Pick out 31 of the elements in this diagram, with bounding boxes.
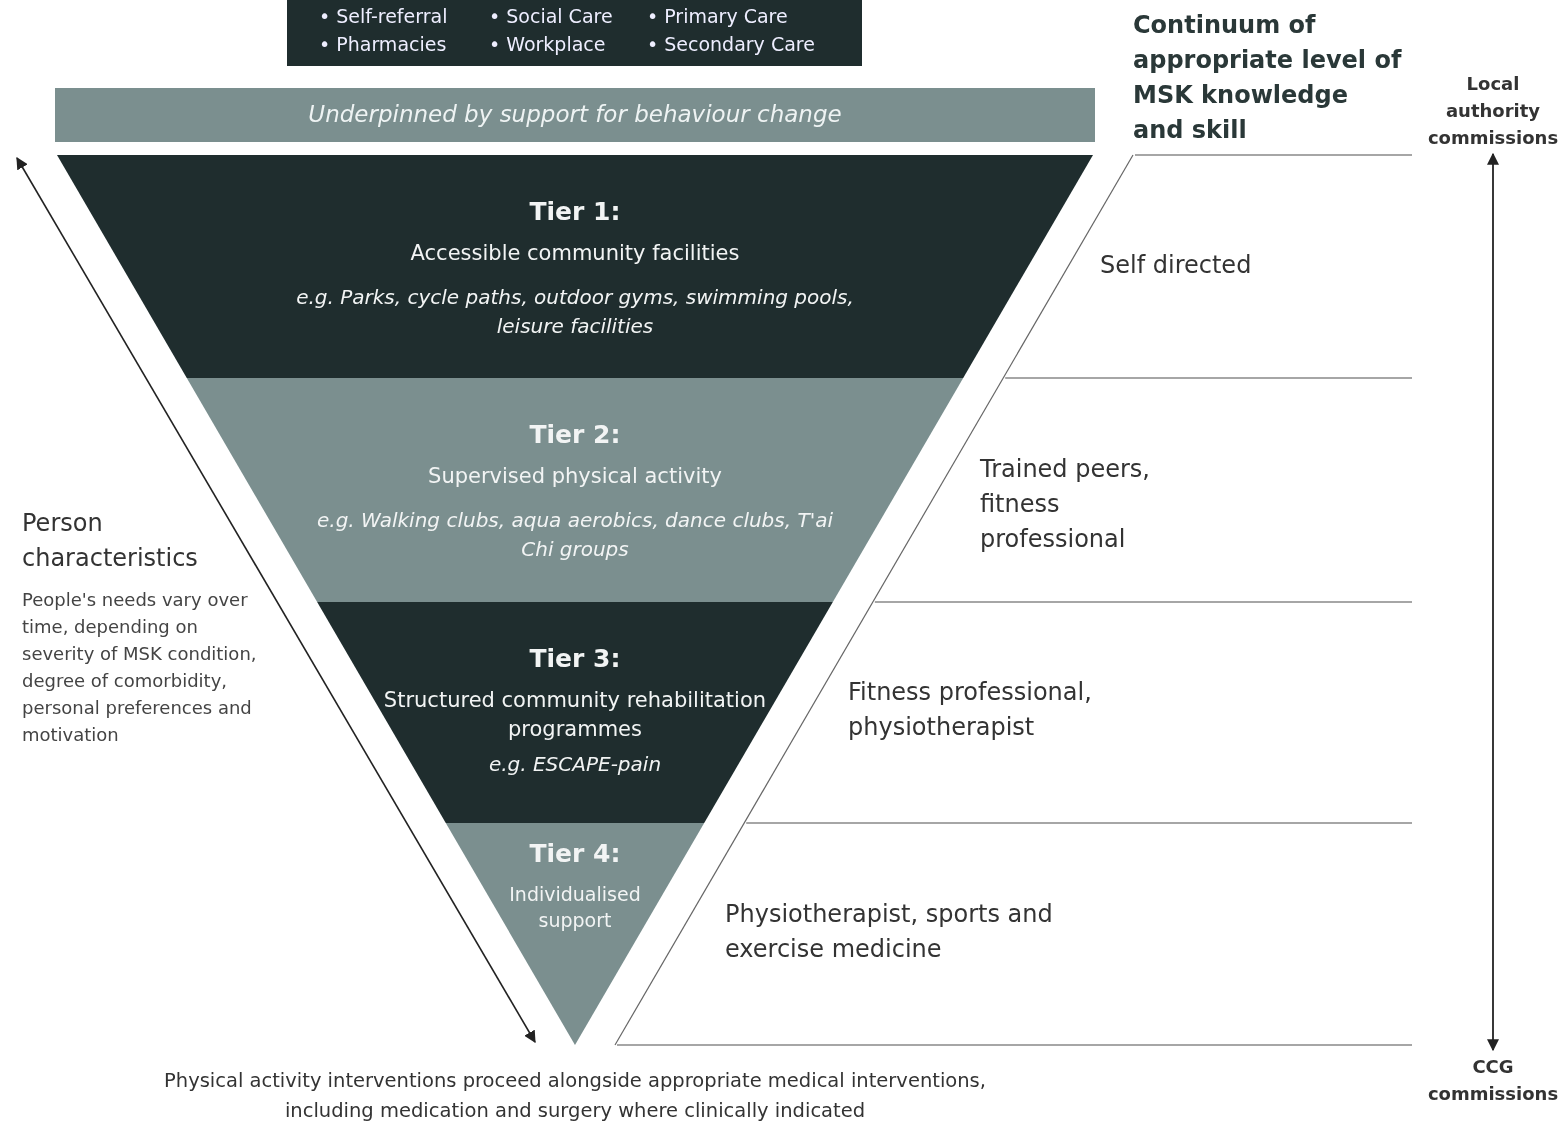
commission-label: CCG commissions [1418,1053,1568,1107]
list-item: • Workplace [489,32,606,56]
arrow [1487,152,1499,1052]
role-label: Physiotherapist, sports and exercise medicine [725,899,1054,965]
list-item: • Primary Care [647,4,788,28]
role-label: Fitness professional, physiotherapist [848,677,1093,743]
tier-examples: e.g. ESCAPE-pain [487,751,663,778]
list-item: • Self-referral [319,4,448,28]
tier-description: Structured community rehabilitation programmes [382,687,768,743]
tier-title: Tier 1: [528,197,622,226]
note: Physical activity interventions proceed alongside appropriate medical interventions, including medication and surgery where clinically indicated [163,1068,987,1123]
tier-title: Tier 3: [528,644,622,673]
tier-title: Tier 4: [528,839,622,868]
access-points-box [287,0,862,66]
tier-examples: e.g. Parks, cycle paths, outdoor gyms, swimming pools, leisure facilities [295,284,855,340]
description: People's needs vary over time, depending on severity of MSK condition, degree of comorbidity, personal preferences and motivation [22,588,258,747]
banner-text: Underpinned by support for behaviour change [307,101,843,127]
tier-title: Tier 2: [528,420,622,449]
list-item: • Social Care [489,4,613,28]
heading: Continuum of appropriate level of MSK knowledge and skill [1133,10,1403,146]
tier-description: Accessible community facilities [409,240,741,267]
commission-label: Local authority commissions [1418,70,1568,151]
tier-description: Supervised physical activity [427,463,723,490]
section-heading: Person characteristics [22,508,199,574]
banner [55,88,1095,142]
list-item: • Secondary Care [647,32,815,56]
role-label: Trained peers, fitness professional [980,454,1151,555]
tier-examples: e.g. Walking clubs, aqua aerobics, dance clubs, T'ai Chi groups [315,507,834,563]
list-item: • Pharmacies [319,32,447,56]
role-label: Self directed [1100,250,1253,281]
tier-description: Individualised support [508,882,642,933]
